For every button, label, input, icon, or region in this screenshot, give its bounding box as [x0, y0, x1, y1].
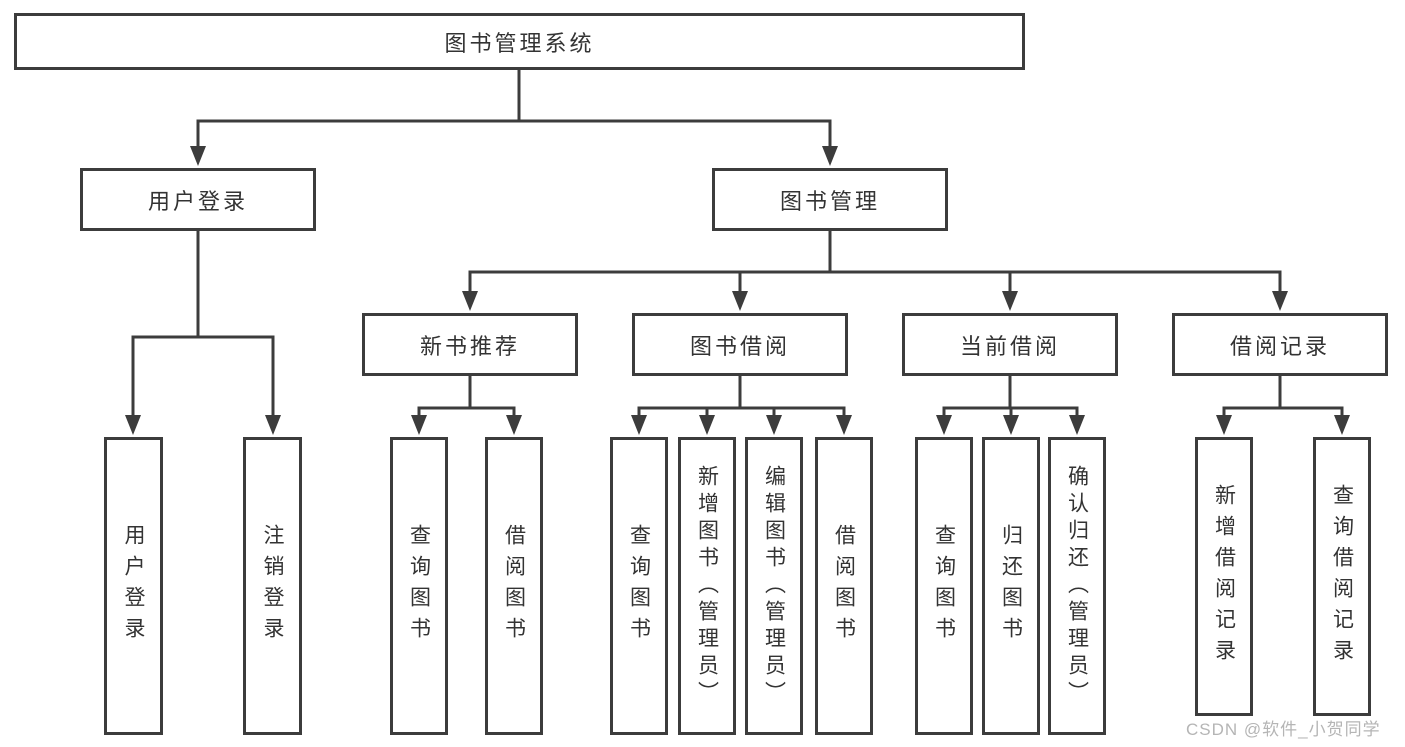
node-book-management: 图书管理 [712, 168, 948, 231]
leaf-user-login: 用户登录 [104, 437, 163, 735]
leaf-recommend-query-books: 查询图书 [390, 437, 448, 735]
leaf-current-confirm-return-admin: 确认归还（管理员） [1048, 437, 1106, 735]
node-new-book-recommend: 新书推荐 [362, 313, 578, 376]
leaf-borrowing-query-books: 查询图书 [610, 437, 668, 735]
leaf-borrowing-add-books-admin: 新增图书（管理员） [678, 437, 736, 735]
node-book-borrowing: 图书借阅 [632, 313, 848, 376]
leaf-logout: 注销登录 [243, 437, 302, 735]
node-current-borrowing: 当前借阅 [902, 313, 1118, 376]
node-library-management-system: 图书管理系统 [14, 13, 1025, 70]
leaf-recommend-borrow-books: 借阅图书 [485, 437, 543, 735]
node-borrowing-records: 借阅记录 [1172, 313, 1388, 376]
leaf-records-add-record: 新增借阅记录 [1195, 437, 1253, 716]
leaf-borrowing-borrow-books: 借阅图书 [815, 437, 873, 735]
csdn-watermark: CSDN @软件_小贺同学 [1186, 720, 1381, 739]
leaf-current-return-books: 归还图书 [982, 437, 1040, 735]
tree-edges [131, 67, 1344, 419]
leaf-current-query-books: 查询图书 [915, 437, 973, 735]
node-user-login: 用户登录 [80, 168, 316, 231]
leaf-borrowing-edit-books-admin: 编辑图书（管理员） [745, 437, 803, 735]
leaf-records-query-record: 查询借阅记录 [1313, 437, 1371, 716]
